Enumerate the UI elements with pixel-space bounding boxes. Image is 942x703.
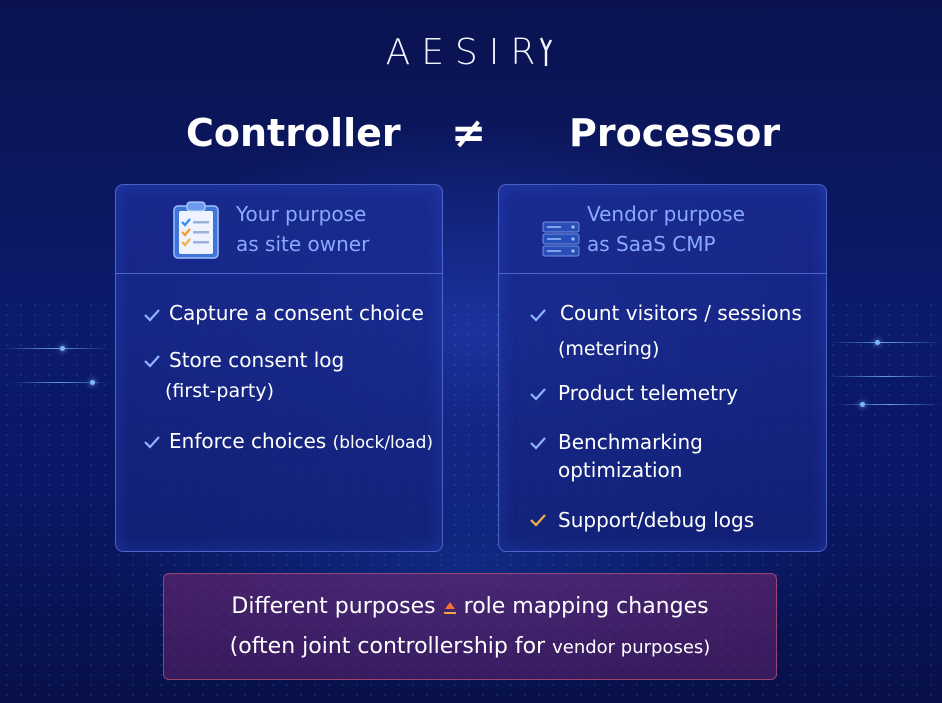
processor-item-support: Support/debug logs xyxy=(558,508,755,532)
banner-text-d: vendor purposes) xyxy=(552,637,711,658)
light-node xyxy=(90,380,95,385)
controller-item-store-sub: (first-party) xyxy=(165,380,275,402)
check-icon xyxy=(530,437,546,450)
banner-text-c: (often joint controllership for xyxy=(229,634,546,659)
controller-card-header: Your purpose as site owner xyxy=(116,185,442,274)
controller-heading: Controller xyxy=(186,111,401,155)
clipboard-checklist-icon xyxy=(171,201,221,259)
summary-banner: Different purposes role mapping changes (… xyxy=(163,573,777,680)
logo-mark-icon xyxy=(538,32,556,72)
logo-text: AESIR xyxy=(385,32,547,73)
brand-logo: AESIR xyxy=(0,32,942,73)
check-warning-icon xyxy=(530,514,546,527)
orange-arrow-icon xyxy=(442,597,458,614)
check-icon xyxy=(144,355,160,368)
light-streak xyxy=(0,348,110,349)
light-node xyxy=(875,340,880,345)
not-equal-symbol: ≠ xyxy=(451,108,487,157)
controller-item-enforce: Enforce choices (block/load) xyxy=(169,427,433,457)
light-streak xyxy=(830,342,942,343)
controller-item-capture: Capture a consent choice xyxy=(169,301,424,325)
check-icon xyxy=(530,388,546,401)
processor-item-count: Count visitors / sessions xyxy=(560,301,802,325)
check-icon xyxy=(144,436,160,449)
banner-line-1: Different purposes role mapping changes xyxy=(164,594,776,619)
light-node xyxy=(860,402,865,407)
processor-card: Vendor purpose as SaaS CMP Count visitor… xyxy=(498,184,827,552)
processor-item-count-sub: (metering) xyxy=(558,338,660,360)
check-icon xyxy=(530,309,546,322)
light-node xyxy=(60,346,65,351)
light-streak xyxy=(828,376,942,377)
controller-item-enforce-text: Enforce choices xyxy=(169,429,327,453)
processor-heading: Processor xyxy=(569,111,781,155)
controller-card: Your purpose as site owner Capture a con… xyxy=(115,184,443,552)
banner-text-a: Different purposes xyxy=(231,594,436,619)
processor-item-benchmarking: Benchmarking xyxy=(558,430,703,454)
controller-item-store: Store consent log xyxy=(169,348,345,372)
controller-item-enforce-note: (block/load) xyxy=(332,433,434,453)
light-streak xyxy=(835,404,942,405)
controller-card-title: Your purpose as site owner xyxy=(236,202,370,256)
processor-item-benchmarking-sub: optimization xyxy=(558,458,683,482)
processor-item-telemetry: Product telemetry xyxy=(558,381,738,405)
light-streak xyxy=(10,382,110,383)
banner-line-2: (often joint controllership for vendor p… xyxy=(164,634,776,659)
check-icon xyxy=(144,309,160,322)
processor-card-header: Vendor purpose as SaaS CMP xyxy=(499,185,826,274)
processor-card-title: Vendor purpose as SaaS CMP xyxy=(587,202,745,256)
banner-text-b: role mapping changes xyxy=(463,594,709,619)
server-stack-icon xyxy=(542,221,580,257)
